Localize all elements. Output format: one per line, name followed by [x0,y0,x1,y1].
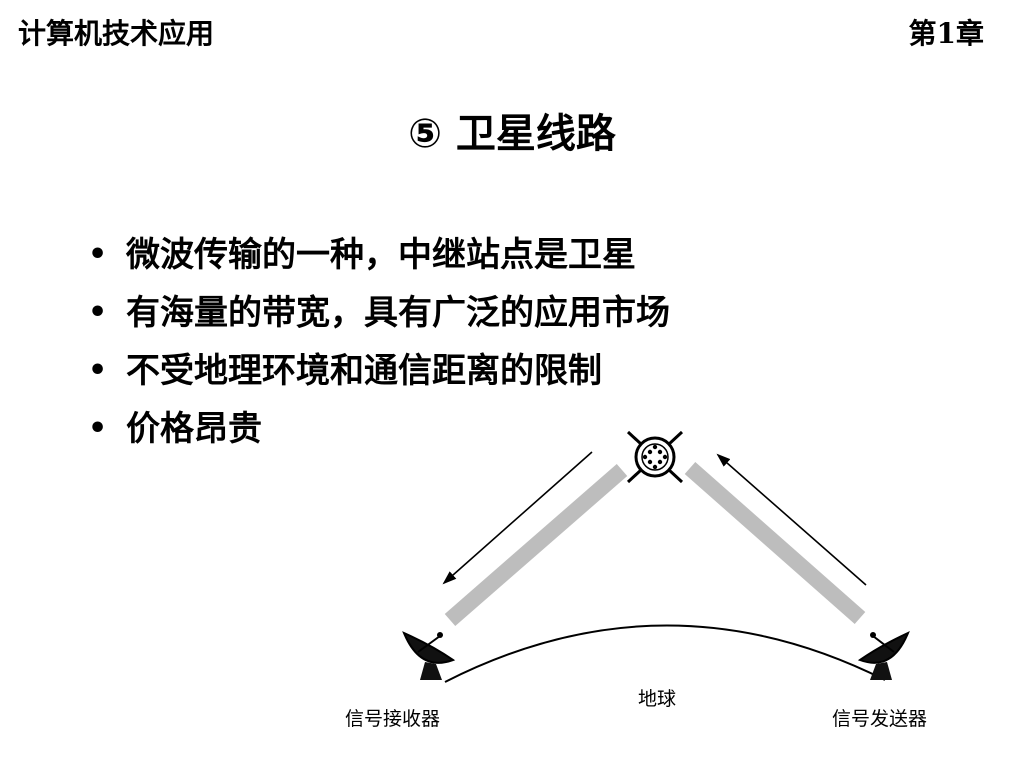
bullet-item: • 不受地理环境和通信距离的限制 [88,342,670,400]
slide-title: ⑤ 卫星线路 [408,111,616,157]
bullet-list: • 微波传输的一种，中继站点是卫星 • 有海量的带宽，具有广泛的应用市场 • 不受地理… [88,226,670,458]
receiver-dish-icon [402,631,456,680]
bullet-text: 微波传输的一种，中继站点是卫星 [126,235,636,275]
satellite-icon [626,430,684,484]
earth-label: 地球 [638,688,676,710]
downlink-arrow [442,451,593,585]
bullet-text: 有海量的带宽，具有广泛的应用市场 [126,293,670,333]
downlink-beam [444,463,628,627]
uplink-beam [684,462,866,624]
bullet-item: • 微波传输的一种，中继站点是卫星 [88,226,670,284]
chapter-label: 第1章 [908,17,984,50]
bullet-text: 价格昂贵 [126,409,262,449]
bullet-dot-icon: • [88,295,108,330]
bullet-dot-icon: • [88,411,108,446]
bullet-item: • 有海量的带宽，具有广泛的应用市场 [88,284,670,342]
sender-label: 信号发送器 [832,708,927,730]
receiver-label: 信号接收器 [345,708,440,730]
sender-dish-icon [857,631,910,680]
uplink-arrow [716,453,867,586]
bullet-dot-icon: • [88,237,108,272]
bullet-item: • 价格昂贵 [88,400,670,458]
bullet-text: 不受地理环境和通信距离的限制 [126,351,602,391]
bullet-dot-icon: • [88,353,108,388]
earth-curve [444,624,886,683]
course-title: 计算机技术应用 [18,17,215,50]
